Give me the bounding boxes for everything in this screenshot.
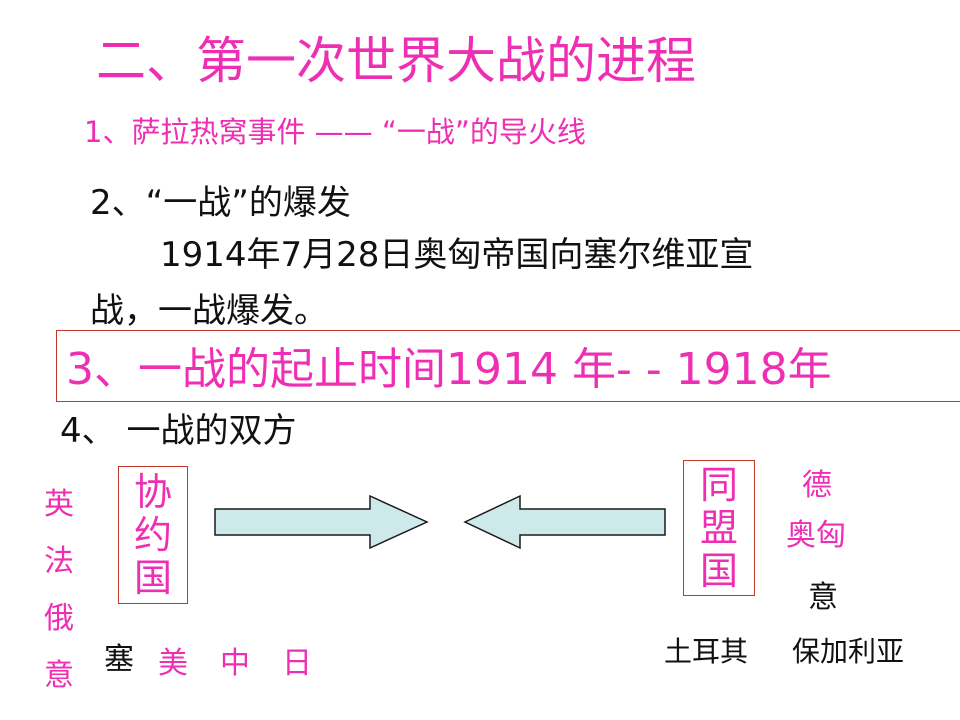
central-char-3: 国	[699, 548, 738, 593]
entente-label-box: 协 约 国	[118, 466, 188, 604]
central-char-1: 同	[699, 462, 738, 507]
entente-other-china: 中	[220, 646, 250, 681]
entente-member-britain: 英	[44, 487, 74, 522]
entente-char-3: 国	[133, 555, 172, 600]
section-2-line-2: 战，一战爆发。	[90, 291, 328, 331]
arrow-right-icon	[214, 494, 429, 550]
central-member-bulgaria: 保加利亚	[792, 635, 905, 668]
central-member-turkey: 土耳其	[664, 635, 749, 668]
entente-char-1: 协	[133, 469, 172, 514]
section-4-heading: 4、 一战的双方	[60, 411, 297, 451]
entente-members: 英 法 俄 意	[44, 476, 74, 704]
section-3-highlight-box	[56, 330, 960, 402]
section-1-sarajevo: 1、萨拉热窝事件 —— “一战”的导火线	[84, 115, 586, 149]
central-member-germany: 德	[802, 468, 832, 503]
entente-other-usa: 美	[158, 646, 188, 681]
section-2-line-1: 1914年7月28日奥匈帝国向塞尔维亚宣	[160, 235, 754, 275]
section-3-duration: 3、一战的起止时间1914 年- - 1918年	[66, 344, 832, 395]
entente-char-2: 约	[133, 512, 172, 557]
entente-other-japan: 日	[282, 646, 312, 681]
central-member-austria-hungary: 奥匈	[786, 518, 846, 553]
entente-member-russia: 俄	[44, 601, 74, 636]
entente-member-france: 法	[44, 544, 74, 579]
central-member-italy: 意	[808, 580, 838, 615]
section-2-heading: 2、“一战”的爆发	[90, 183, 351, 223]
central-char-2: 盟	[699, 505, 738, 550]
central-powers-label-box: 同 盟 国	[683, 460, 755, 596]
slide-title: 二、第一次世界大战的进程	[96, 32, 696, 90]
arrow-left-icon	[463, 494, 666, 550]
entente-member-serbia: 塞	[104, 642, 134, 677]
entente-member-italy: 意	[44, 658, 74, 693]
